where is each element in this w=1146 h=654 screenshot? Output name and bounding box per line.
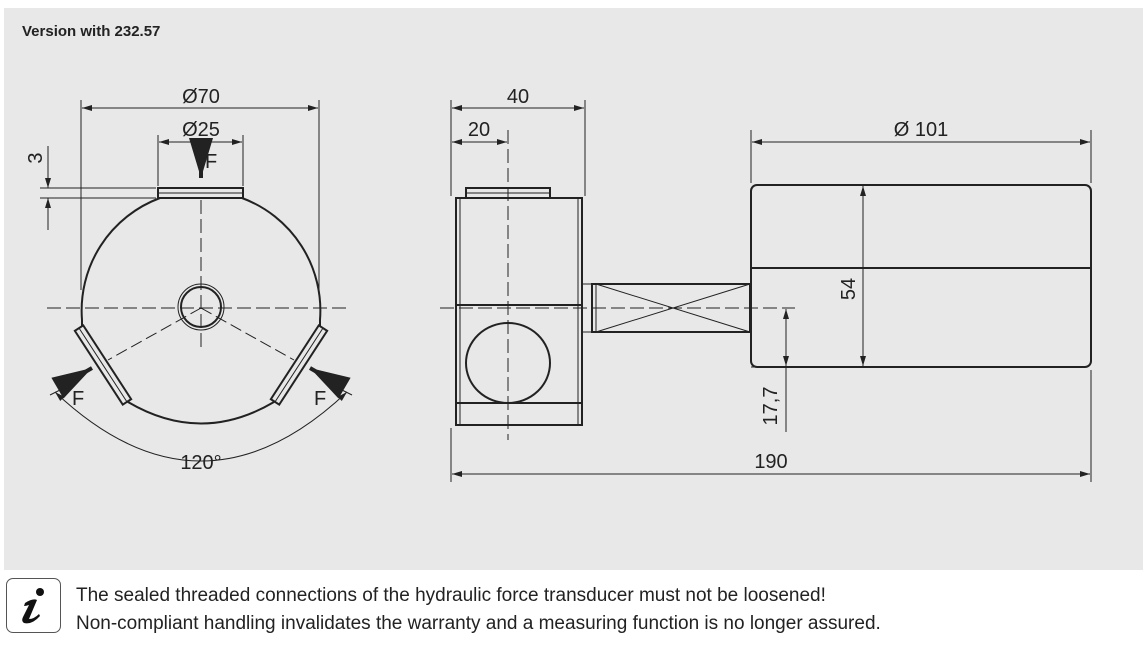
dim-3: 3: [25, 152, 47, 163]
front-view: [40, 100, 353, 462]
info-icon: [6, 578, 61, 633]
dim-d70: Ø70: [182, 86, 220, 108]
force-label-left: F: [72, 388, 84, 410]
force-label-right: F: [314, 388, 326, 410]
dim-d101: Ø 101: [894, 119, 948, 141]
technical-drawing: Ø70 Ø25 3 F F F 120° 40 20 Ø 101 54 17,7…: [25, 86, 1092, 482]
side-view: [440, 100, 795, 440]
dim-40: 40: [507, 86, 529, 108]
warning-note: The sealed threaded connections of the h…: [76, 582, 881, 638]
top-view: [450, 130, 1092, 482]
note-line-2: Non-compliant handling invalidates the w…: [76, 613, 881, 634]
dim-190: 190: [754, 451, 787, 473]
dim-angle: 120°: [180, 452, 221, 474]
dim-20: 20: [468, 119, 490, 141]
note-line-1: The sealed threaded connections of the h…: [76, 585, 826, 606]
force-label-top: F: [205, 151, 217, 173]
dim-54: 54: [838, 278, 860, 300]
dim-17-7: 17,7: [760, 387, 782, 426]
dim-d25: Ø25: [182, 119, 220, 141]
drawing-title: Version with 232.57: [22, 23, 161, 40]
